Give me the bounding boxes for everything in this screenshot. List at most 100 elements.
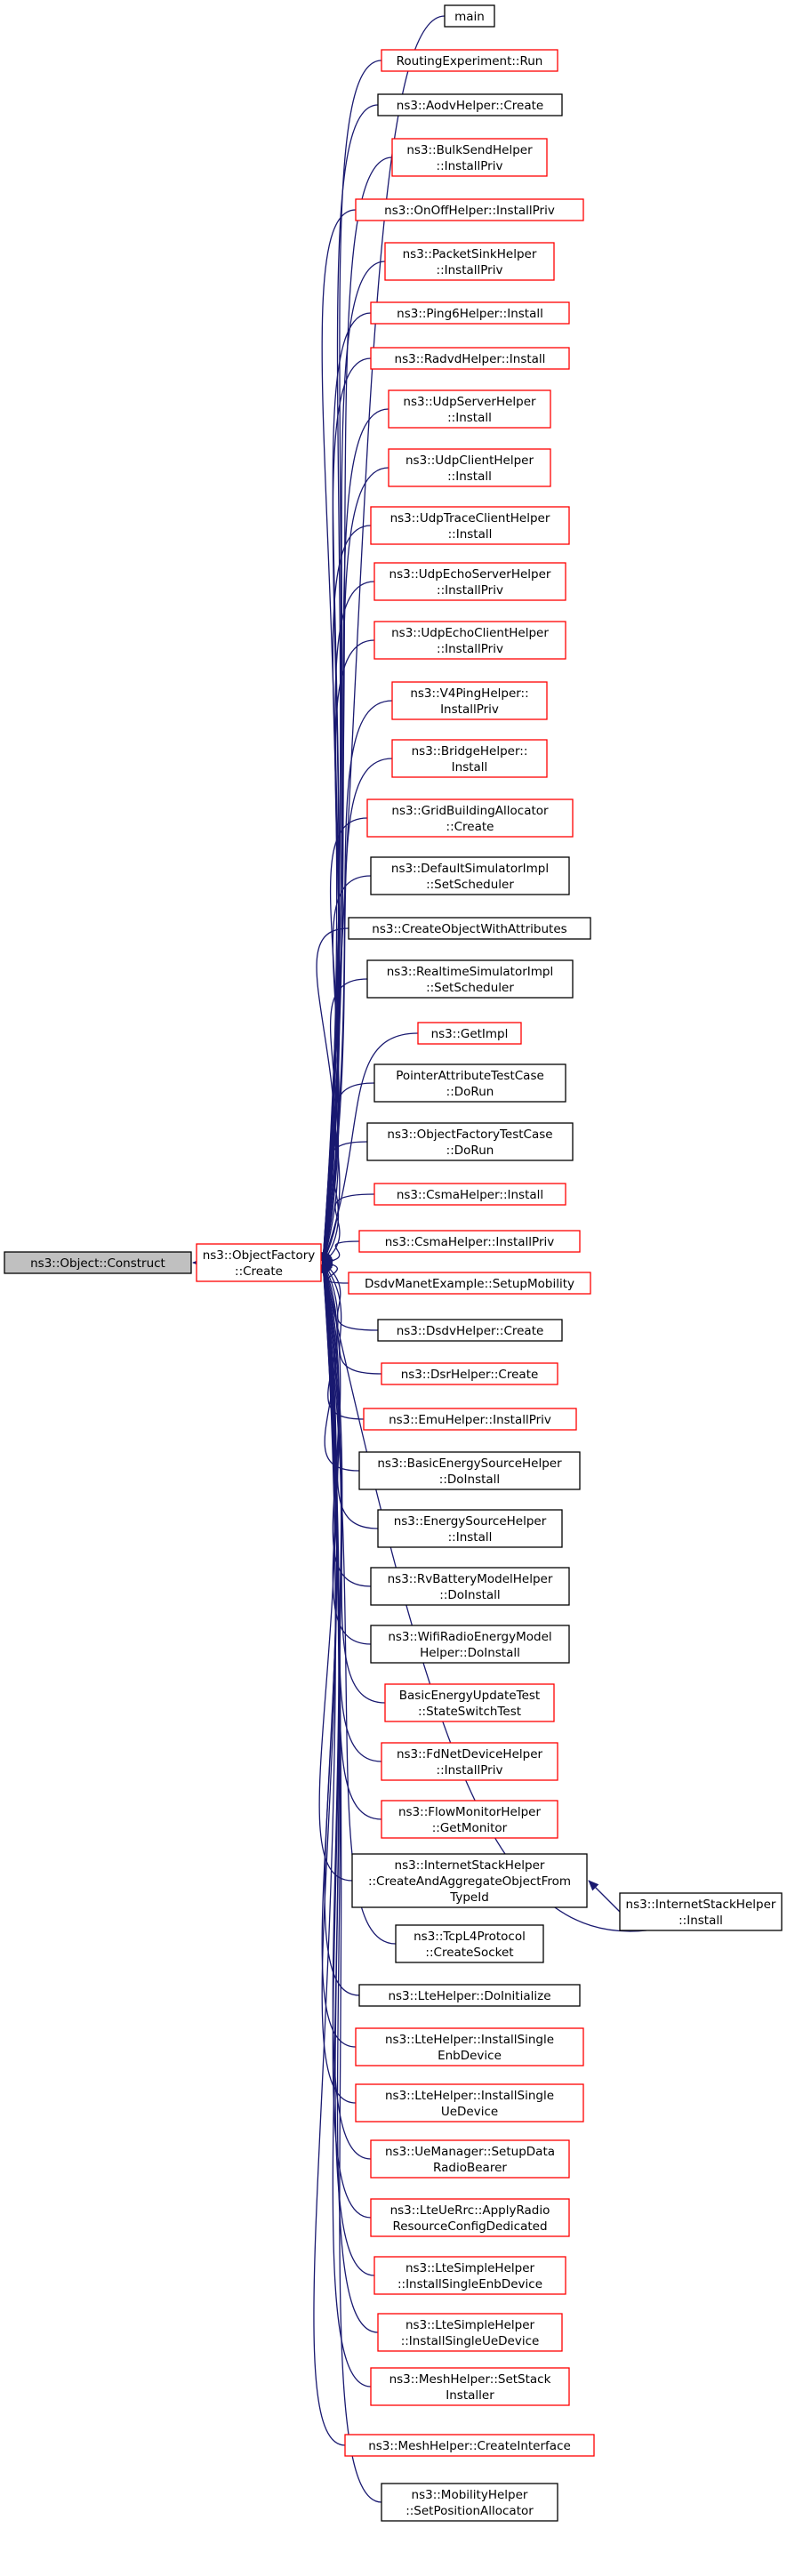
node-ns3-v4pinghelper-installpriv-label: InstallPriv (440, 702, 499, 717)
edge-43 (318, 1262, 379, 2333)
node-main[interactable]: main (444, 4, 495, 28)
node-ns3-internetstackhelper-createandaggregateobjectfromtypeid-box (351, 1853, 588, 1908)
node-ns3-realtimesimulatorimpl-setscheduler-label: ns3::RealtimeSimulatorImpl (387, 965, 553, 979)
edge-32 (320, 1262, 386, 1704)
node-ns3-csmahelper-install[interactable]: ns3::CsmaHelper::Install (373, 1183, 566, 1206)
node-main-label: main (454, 10, 485, 24)
node-objectfactory-create[interactable]: ns3::ObjectFactory::Create (196, 1243, 322, 1282)
node-objectfactory-create-label: ns3::ObjectFactory (203, 1248, 316, 1263)
node-ns3-bridgehelper-install-label: ns3::BridgeHelper:: (412, 744, 528, 758)
node-pointerattributetestcase-dorun[interactable]: PointerAttributeTestCase::DoRun (373, 1063, 566, 1103)
node-ns3-udptraceclienthelper-install-box (370, 506, 570, 545)
node-ns3-fdnetdevicehelper-installpriv[interactable]: ns3::FdNetDeviceHelper::InstallPriv (381, 1742, 558, 1781)
node-ns3-udpclienthelper-install[interactable]: ns3::UdpClientHelper::Install (388, 448, 551, 487)
node-ns3-udpechoserverhelper-installpriv[interactable]: ns3::UdpEchoServerHelper::InstallPriv (373, 562, 566, 601)
node-ns3-udpclienthelper-install-label: ::Install (447, 469, 492, 484)
node-ns3-dsdvhelper-create[interactable]: ns3::DsdvHelper::Create (377, 1319, 563, 1342)
node-ns3-gridbuildingallocator-create[interactable]: ns3::GridBuildingAllocator::Create (366, 798, 574, 838)
node-ns3-dsrhelper-create-box (381, 1362, 558, 1385)
node-ns3-wifiradioenergymodelhelper-doinstall[interactable]: ns3::WifiRadioEnergyModelHelper::DoInsta… (370, 1625, 570, 1664)
node-ns3-realtimesimulatorimpl-setscheduler-label: ::SetScheduler (426, 981, 514, 995)
node-ns3-udptraceclienthelper-install-label: ns3::UdpTraceClientHelper (390, 511, 550, 526)
node-ns3-ltehelper-installsingleenbdevice-box (355, 2027, 584, 2066)
node-ns3-meshhelper-createinterface[interactable]: ns3::MeshHelper::CreateInterface (344, 2434, 595, 2457)
node-ns3-createobjectwithattributes[interactable]: ns3::CreateObjectWithAttributes (348, 917, 591, 940)
edge-26 (322, 1262, 382, 1375)
node-main-box (444, 4, 495, 28)
node-ns3-bridgehelper-install[interactable]: ns3::BridgeHelper::Install (391, 739, 548, 778)
node-ns3-defaultsimulatorimpl-setscheduler[interactable]: ns3::DefaultSimulatorImpl::SetScheduler (370, 856, 570, 895)
node-ns3-udpechoserverhelper-installpriv-box (373, 562, 566, 601)
node-internetstackhelper-install[interactable]: ns3::InternetStackHelper::Install (619, 1892, 783, 1931)
node-ns3-tcpl4protocol-createsocket[interactable]: ns3::TcpL4Protocol::CreateSocket (395, 1924, 544, 1963)
node-ns3-bulksendhelper-installpriv-box (391, 138, 548, 177)
node-ns3-tcpl4protocol-createsocket-box (395, 1924, 544, 1963)
node-ns3-ltesimplehelper-installsingleuedevice-label: ns3::LteSimpleHelper (406, 2318, 535, 2332)
node-ns3-energysourcehelper-install-box (377, 1509, 563, 1548)
node-ns3-lteuerrc-applyradioresourceconfigdedicated[interactable]: ns3::LteUeRrc::ApplyRadioResourceConfigD… (370, 2198, 570, 2237)
node-ns3-ltesimplehelper-installsingleuedevice-label: ::InstallSingleUeDevice (401, 2334, 540, 2348)
node-ns3-packetsinkhelper-installpriv-box (384, 242, 555, 281)
node-routingexperiment-run[interactable]: RoutingExperiment::Run (381, 49, 558, 72)
node-ns3-packetsinkhelper-installpriv-label: ::InstallPriv (437, 263, 503, 277)
node-ns3-dsrhelper-create[interactable]: ns3::DsrHelper::Create (381, 1362, 558, 1385)
node-ns3-uemanager-setupdataradiobearer-box (370, 2139, 570, 2179)
node-ns3-mobilityhelper-setpositionallocator[interactable]: ns3::MobilityHelper::SetPositionAllocato… (381, 2483, 558, 2522)
node-ns3-packetsinkhelper-installpriv[interactable]: ns3::PacketSinkHelper::InstallPriv (384, 242, 555, 281)
node-ns3-energysourcehelper-install-label: ns3::EnergySourceHelper (394, 1514, 547, 1529)
node-ns3-meshhelper-createinterface-label: ns3::MeshHelper::CreateInterface (368, 2439, 571, 2453)
node-ns3-udpclienthelper-install-box (388, 448, 551, 487)
node-ns3-lteuerrc-applyradioresourceconfigdedicated-label: ns3::LteUeRrc::ApplyRadio (390, 2203, 550, 2218)
node-ns3-bulksendhelper-installpriv-label: ns3::BulkSendHelper (406, 143, 533, 157)
edge-25 (322, 1262, 379, 1331)
node-ns3-energysourcehelper-install[interactable]: ns3::EnergySourceHelper::Install (377, 1509, 563, 1548)
node-ns3-udpserverhelper-install-box (388, 389, 551, 429)
node-routingexperiment-run-box (381, 49, 558, 72)
node-basicenergyupdatetest-stateswitchtest[interactable]: BasicEnergyUpdateTest::StateSwitchTest (384, 1683, 555, 1722)
node-ns3-ltehelper-doinitialize[interactable]: ns3::LteHelper::DoInitialize (358, 1984, 581, 2007)
node-ns3-ltesimplehelper-installsingleenbdevice[interactable]: ns3::LteSimpleHelper::InstallSingleEnbDe… (373, 2256, 566, 2295)
node-ns3-getimpl[interactable]: ns3::GetImpl (417, 1022, 522, 1045)
node-ns3-udptraceclienthelper-install[interactable]: ns3::UdpTraceClientHelper::Install (370, 506, 570, 545)
node-ns3-ltehelper-installsingleenbdevice[interactable]: ns3::LteHelper::InstallSingleEnbDevice (355, 2027, 584, 2066)
node-ns3-rvbatterymodelhelper-doinstall-label: ::DoInstall (439, 1588, 500, 1602)
node-ns3-udpechoclienthelper-installpriv-box (373, 621, 566, 660)
node-ns3-v4pinghelper-installpriv[interactable]: ns3::V4PingHelper::InstallPriv (391, 681, 548, 720)
node-ns3-objectfactorytestcase-dorun-box (366, 1122, 574, 1161)
node-ns3-udpserverhelper-install-label: ns3::UdpServerHelper (403, 395, 536, 409)
edge-35 (318, 1262, 353, 1882)
node-ns3-dsdvhelper-create-box (377, 1319, 563, 1342)
node-object-construct[interactable]: ns3::Object::Construct (4, 1251, 192, 1274)
edge-46 (318, 1262, 382, 2503)
node-ns3-ltesimplehelper-installsingleuedevice[interactable]: ns3::LteSimpleHelper::InstallSingleUeDev… (377, 2313, 563, 2352)
node-ns3-flowmonitorhelper-getmonitor-label: ns3::FlowMonitorHelper (398, 1805, 541, 1819)
node-ns3-aodvhelper-create[interactable]: ns3::AodvHelper::Create (377, 93, 563, 116)
node-ns3-ltehelper-installsingleuedevice[interactable]: ns3::LteHelper::InstallSingleUeDevice (355, 2083, 584, 2123)
node-ns3-radvdhelper-install[interactable]: ns3::RadvdHelper::Install (370, 347, 570, 370)
node-ns3-rvbatterymodelhelper-doinstall[interactable]: ns3::RvBatteryModelHelper::DoInstall (370, 1567, 570, 1606)
node-ns3-wifiradioenergymodelhelper-doinstall-label: Helper::DoInstall (420, 1646, 520, 1660)
node-ns3-v4pinghelper-installpriv-box (391, 681, 548, 720)
node-ns3-csmahelper-install-label: ns3::CsmaHelper::Install (397, 1188, 543, 1202)
node-ns3-objectfactorytestcase-dorun[interactable]: ns3::ObjectFactoryTestCase::DoRun (366, 1122, 574, 1161)
node-ns3-emuhelper-installpriv[interactable]: ns3::EmuHelper::InstallPriv (363, 1408, 577, 1431)
node-dsdvmanetexample-setupmobility[interactable]: DsdvManetExample::SetupMobility (348, 1272, 591, 1295)
node-ns3-udpechoclienthelper-installpriv-label: ::InstallPriv (437, 642, 503, 656)
node-ns3-onoffhelper-installpriv[interactable]: ns3::OnOffHelper::InstallPriv (355, 198, 584, 221)
node-ns3-internetstackhelper-createandaggregateobjectfromtypeid[interactable]: ns3::InternetStackHelper::CreateAndAggre… (351, 1853, 588, 1908)
node-ns3-udpechoclienthelper-installpriv[interactable]: ns3::UdpEchoClientHelper::InstallPriv (373, 621, 566, 660)
edge-23 (322, 1240, 360, 1266)
edge-6 (319, 312, 372, 1264)
node-ns3-bulksendhelper-installpriv[interactable]: ns3::BulkSendHelper::InstallPriv (391, 138, 548, 177)
node-ns3-fdnetdevicehelper-installpriv-label: ::InstallPriv (437, 1763, 503, 1778)
node-ns3-ping6helper-install[interactable]: ns3::Ping6Helper::Install (370, 301, 570, 325)
node-ns3-basicenergysourcehelper-doinstall[interactable]: ns3::BasicEnergySourceHelper::DoInstall (358, 1451, 581, 1490)
edge-21 (322, 1141, 368, 1264)
node-ns3-csmahelper-installpriv[interactable]: ns3::CsmaHelper::InstallPriv (358, 1230, 581, 1253)
node-ns3-packetsinkhelper-installpriv-label: ns3::PacketSinkHelper (403, 247, 537, 261)
node-ns3-udpserverhelper-install[interactable]: ns3::UdpServerHelper::Install (388, 389, 551, 429)
node-ns3-realtimesimulatorimpl-setscheduler[interactable]: ns3::RealtimeSimulatorImpl::SetScheduler (366, 959, 574, 999)
node-ns3-flowmonitorhelper-getmonitor[interactable]: ns3::FlowMonitorHelper::GetMonitor (381, 1800, 558, 1839)
